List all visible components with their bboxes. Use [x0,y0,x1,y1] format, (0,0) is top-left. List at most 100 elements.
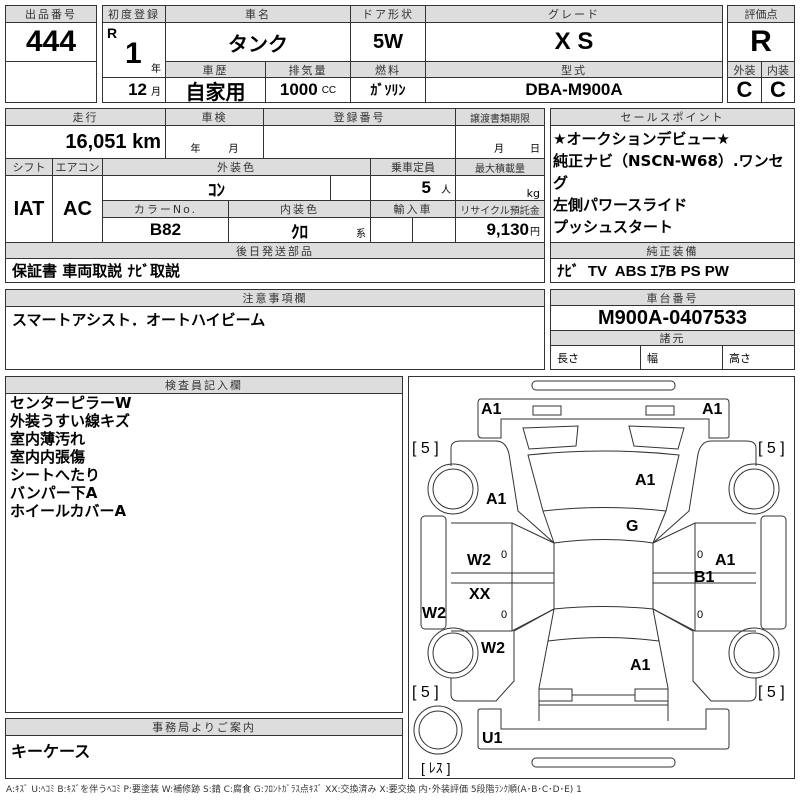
mileage-value: 16,051 [65,130,127,153]
aircon-label: エアコン [52,158,103,176]
damage-mark: A1 [702,401,723,418]
inspection: 年月 [165,125,264,159]
marker-zero: 0 [697,609,704,621]
sales-point: 純正ナビ（NSCN-W68）.ワンセグ [553,152,784,192]
damage-mark: A1 [481,401,502,418]
year-unit: 年 [151,64,161,75]
damage-mark: W2 [481,640,505,657]
sales-points: ★オークションデビュー★ 純正ナビ（NSCN-W68）.ワンセグ 左側パワースラ… [550,125,795,243]
office-note: キーケース [5,735,403,779]
inspector-notes: センターピラーW 外装うすい線キズ 室内薄汚れ 室内内張傷 シートへたり バンパ… [5,393,403,713]
inspector-line: 室内薄汚れ [10,430,86,448]
equipment-label: 純正装備 [550,242,795,259]
car-name: タンク [165,22,351,62]
equipment: ﾅﾋﾞ TV ABS ｴｱB PS PW [550,258,795,283]
damage-mark: A1 [715,552,736,569]
mileage-unit: km [132,130,161,153]
transfer-label: 譲渡書類期限 [455,108,545,126]
notes-label: 注意事項欄 [5,289,545,307]
int-color-value: ｸﾛ [291,222,308,242]
transfer-month-unit: 月 [494,144,504,155]
displacement-label: 排気量 [265,61,351,78]
damage-mark: G [626,518,639,535]
inspector-line: 外装うすい線キズ [10,412,131,430]
ext-color: ｺﾝ [102,175,331,201]
capacity-unit: 人 [441,184,451,196]
ext-score-label: 外装 [727,61,762,78]
inspection-label: 車検 [165,108,264,126]
damage-mark: A1 [635,472,656,489]
transfer-day-unit: 日 [530,144,540,155]
inspector-label: 検査員記入欄 [5,376,403,394]
reg-no-label: 登録番号 [263,108,456,126]
import-cell-2 [412,217,456,243]
shift: IAT [5,175,53,243]
inspector-line: センターピラーW [10,394,132,412]
door-label: ドア形状 [350,5,426,23]
model-code: DBA-M900A [425,77,723,103]
recycle-value: 9,130 [486,220,529,239]
aircon: AC [52,175,103,243]
chassis-number: M900A-0407533 [550,305,795,331]
lot-number: 444 [5,22,97,62]
ext-color-blank [330,175,371,201]
import-cell-1 [370,217,413,243]
grade-label: グレード [425,5,723,23]
reg-no [263,125,456,159]
inspection-year-unit: 年 [190,144,201,155]
int-color: ｸﾛ系 [228,217,371,243]
car-outline [413,380,787,768]
transfer: 月日 [455,125,545,159]
damage-mark: B1 [694,569,715,586]
damage-mark: XX [469,586,491,603]
int-score: C [761,77,795,103]
mileage-label: 走行 [5,108,166,126]
color-no: B82 [102,217,229,243]
history-label: 車歴 [165,61,266,78]
ext-score: C [727,77,762,103]
sales-points-label: セールスポイント [550,108,795,126]
tire-depth: [ 5 ] [758,684,785,701]
marker-zero: 0 [501,609,508,621]
damage-mark: W2 [422,605,446,622]
damage-mark: A1 [630,657,651,674]
length: 長さ [550,345,641,370]
max-load-label: 最大積載量 [455,158,545,176]
tire-depth: [ 5 ] [412,684,439,701]
recycle-unit: 円 [530,226,540,238]
marker-zero: 0 [501,549,508,561]
height: 高さ [722,345,795,370]
damage-mark: W2 [467,552,491,569]
capacity-label: 乗車定員 [370,158,456,176]
recycle-label: リサイクル預託金 [455,200,545,218]
marker-zero: 0 [697,549,704,561]
inspector-line: ホイールカバーA [10,502,127,520]
shift-label: シフト [5,158,53,176]
score-label: 評価点 [727,5,795,23]
spare-tire-label: [ ﾚｽ ] [421,760,451,776]
chassis-label: 車台番号 [550,289,795,306]
displacement-value: 1000 [279,80,318,99]
capacity-value: 5 [421,178,431,197]
fuel: ｶﾞｿﾘﾝ [350,77,426,103]
tire-depth: [ 5 ] [758,440,785,457]
color-no-label: カラーNo. [102,200,229,218]
sales-point: ★オークションデビュー★ [553,130,730,148]
import-label: 輸入車 [370,200,456,218]
later-parts: 保証書 車両取説 ﾅﾋﾞ取説 [5,258,545,283]
inspector-line: バンパー下A [10,484,98,502]
sales-point: 左側パワースライド [553,196,688,214]
displacement-unit: CC [321,84,337,96]
year: 1 [125,37,142,70]
first-reg-year-cell: R 1 年 [102,22,166,78]
lot-label: 出品番号 [5,5,97,23]
fuel-label: 燃料 [350,61,426,78]
sales-point: プッシュスタート [553,218,674,236]
width: 幅 [640,345,723,370]
score: R [727,22,795,62]
car-name-label: 車名 [165,5,351,23]
month-unit: 月 [151,86,161,98]
